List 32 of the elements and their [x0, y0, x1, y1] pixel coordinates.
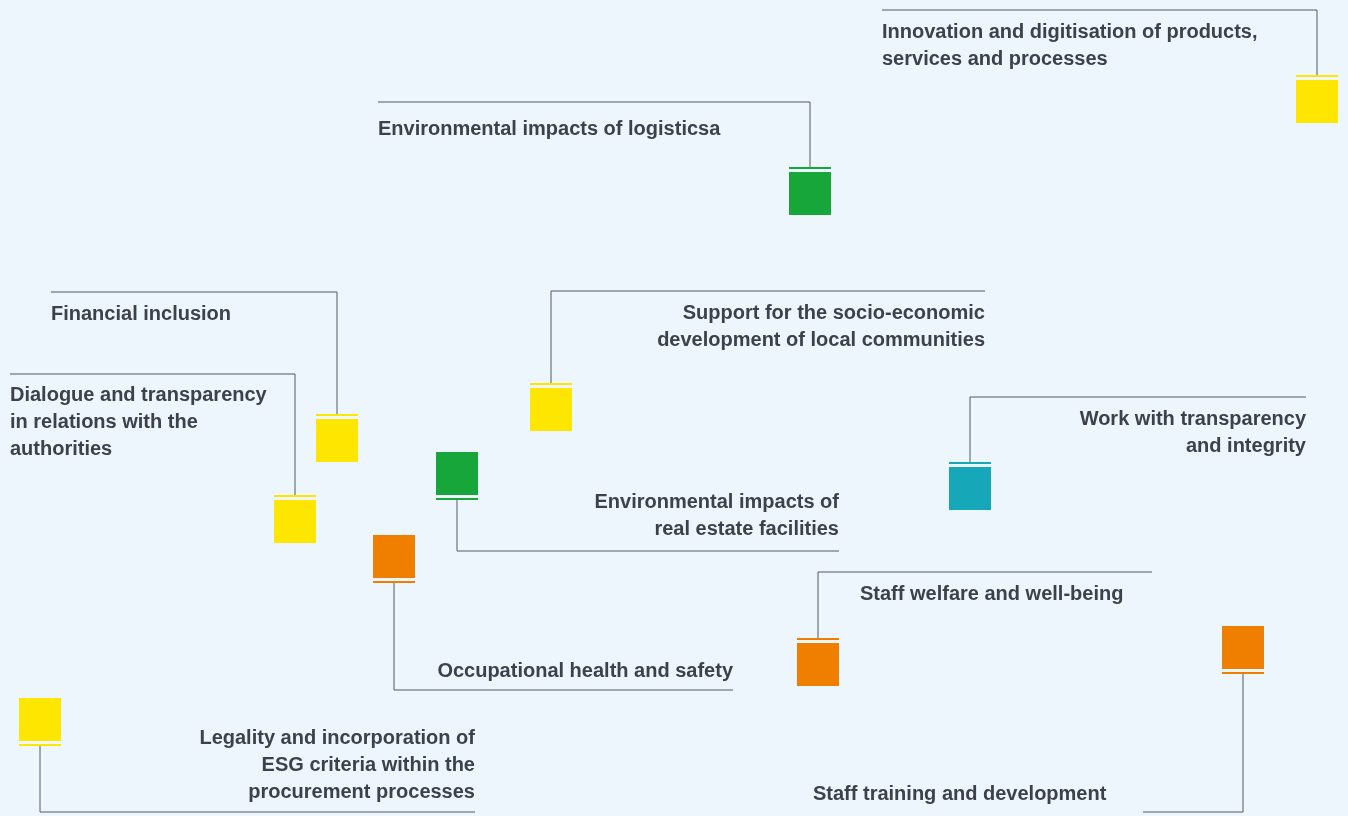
leader-line: [50, 291, 338, 415]
marker-square: [949, 462, 991, 510]
leader-line: [456, 499, 840, 552]
topic-label: Financial inclusion: [51, 292, 311, 327]
leader-line: [817, 571, 1153, 639]
topic-label: Staff welfare and well-being: [860, 572, 1152, 607]
marker-square: [19, 698, 61, 746]
leader-line: [1142, 673, 1244, 813]
topic-label: Staff training and development: [813, 780, 1143, 812]
topic-label: Environmental impacts of real estate facilities: [569, 488, 839, 551]
marker-square: [274, 495, 316, 543]
marker-square: [789, 167, 831, 215]
marker-square: [797, 638, 839, 686]
leader-line: [377, 101, 811, 168]
marker-square: [1222, 626, 1264, 674]
leader-line: [9, 373, 296, 496]
leader-line: [39, 745, 476, 813]
leader-line: [969, 396, 1307, 463]
marker-square: [436, 452, 478, 500]
leader-line: [550, 290, 986, 384]
marker-square: [530, 383, 572, 431]
topic-label: Legality and incorporation of ESG criteria within the procurement processes: [185, 724, 475, 812]
topic-label: Occupational health and safety: [403, 657, 733, 690]
marker-square: [1296, 75, 1338, 123]
topic-label: Environmental impacts of logisticsa: [378, 102, 758, 142]
marker-square: [373, 535, 415, 583]
topic-label: Support for the socio-economic development of local communities: [605, 291, 985, 353]
topic-label: Innovation and digitisation of products, services and processes: [882, 10, 1312, 72]
topic-label: Dialogue and transparency in relations with the authorities: [10, 374, 282, 462]
marker-square: [316, 414, 358, 462]
leader-line: [393, 582, 734, 691]
topic-label: Work with transparency and integrity: [1046, 397, 1306, 459]
